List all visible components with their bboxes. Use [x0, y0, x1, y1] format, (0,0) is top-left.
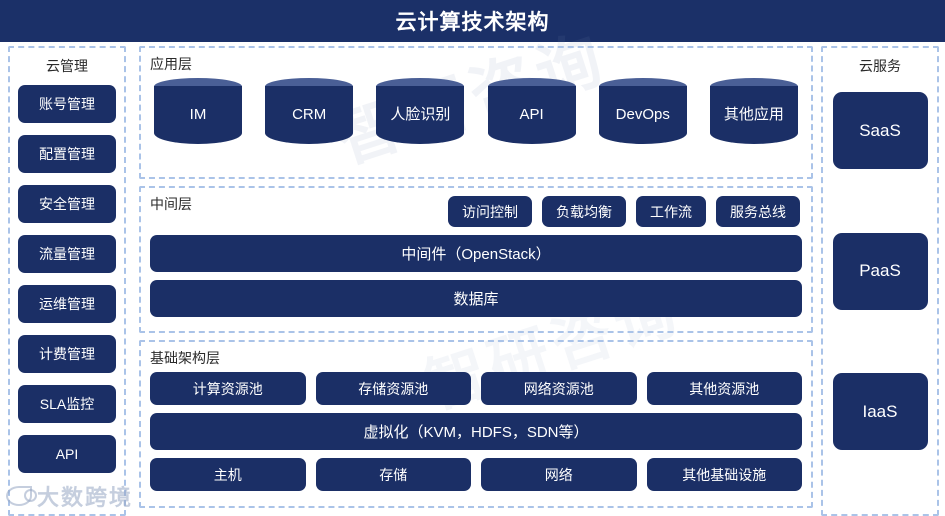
- database-bar[interactable]: 数据库: [150, 280, 802, 317]
- app-cylinder-label: IM: [189, 106, 207, 124]
- cylinder-body-icon: [598, 86, 687, 144]
- app-cylinder-label: 其他应用: [723, 106, 784, 124]
- app-cylinder-devops[interactable]: DevOps: [598, 78, 687, 150]
- middle-layer-title: 中间层: [150, 196, 192, 212]
- app-cylinder-label: DevOps: [615, 106, 670, 124]
- sidebar-item-sla-monitoring[interactable]: SLA监控: [18, 385, 116, 423]
- page-title: 云计算技术架构: [395, 11, 550, 34]
- physical-storage[interactable]: 存储: [315, 458, 471, 491]
- cloud-management-title: 云管理: [46, 58, 88, 74]
- middle-service-load-balancing[interactable]: 负载均衡: [542, 196, 626, 227]
- infrastructure-layer-panel: 基础架构层 计算资源池 存储资源池 网络资源池 其他资源池 虚拟化（KVM，HD…: [139, 340, 813, 508]
- cylinder-body-icon: [709, 86, 798, 144]
- sidebar-item-security-management[interactable]: 安全管理: [18, 185, 116, 223]
- architecture-layers: 应用层 IM CRM 人脸识别: [139, 46, 813, 516]
- sidebar-item-account-management[interactable]: 账号管理: [18, 85, 116, 123]
- sidebar-item-ops-management[interactable]: 运维管理: [18, 285, 116, 323]
- cloud-service-iaas[interactable]: IaaS: [832, 373, 928, 451]
- physical-network[interactable]: 网络: [481, 458, 637, 491]
- cloud-service-paas[interactable]: PaaS: [832, 232, 928, 310]
- cylinder-body-icon: [265, 86, 354, 144]
- app-cylinder-label: API: [519, 106, 544, 124]
- application-cylinder-row: IM CRM 人脸识别 API: [150, 78, 802, 150]
- diagram-stage: 云管理 账号管理 配置管理 安全管理 流量管理 运维管理 计费管理 SLA监控 …: [0, 46, 945, 516]
- resource-pool-compute[interactable]: 计算资源池: [150, 372, 306, 405]
- sidebar-item-traffic-management[interactable]: 流量管理: [18, 235, 116, 273]
- resource-pool-network[interactable]: 网络资源池: [481, 372, 637, 405]
- cloud-management-panel: 云管理 账号管理 配置管理 安全管理 流量管理 运维管理 计费管理 SLA监控 …: [8, 46, 126, 516]
- physical-infrastructure-row: 主机 存储 网络 其他基础设施: [150, 458, 802, 491]
- infrastructure-layer-title: 基础架构层: [150, 350, 220, 366]
- app-cylinder-label: CRM: [292, 106, 327, 124]
- physical-host[interactable]: 主机: [150, 458, 306, 491]
- application-layer-panel: 应用层 IM CRM 人脸识别: [139, 46, 813, 179]
- sidebar-item-config-management[interactable]: 配置管理: [18, 135, 116, 173]
- app-cylinder-other-apps[interactable]: 其他应用: [709, 78, 798, 150]
- middle-service-service-bus[interactable]: 服务总线: [716, 196, 800, 227]
- middle-layer-panel: 中间层 访问控制 负载均衡 工作流 服务总线 中间件（OpenStack） 数据…: [139, 186, 813, 333]
- middle-service-workflow[interactable]: 工作流: [636, 196, 706, 227]
- application-layer-title: 应用层: [150, 56, 192, 72]
- physical-other[interactable]: 其他基础设施: [646, 458, 802, 491]
- resource-pool-row: 计算资源池 存储资源池 网络资源池 其他资源池: [150, 372, 802, 405]
- cloud-services-title: 云服务: [859, 58, 901, 74]
- cloud-service-saas[interactable]: SaaS: [832, 92, 928, 169]
- sidebar-item-api[interactable]: API: [18, 435, 116, 473]
- app-cylinder-crm[interactable]: CRM: [265, 78, 354, 150]
- middle-layer-service-row: 访问控制 负载均衡 工作流 服务总线: [150, 196, 802, 227]
- sidebar-item-billing-management[interactable]: 计费管理: [18, 335, 116, 373]
- cloud-services-panel: 云服务 SaaS PaaS IaaS: [821, 46, 939, 516]
- resource-pool-other[interactable]: 其他资源池: [646, 372, 802, 405]
- app-cylinder-label: 人脸识别: [390, 106, 451, 124]
- virtualization-bar[interactable]: 虚拟化（KVM，HDFS，SDN等）: [150, 413, 802, 450]
- app-cylinder-im[interactable]: IM: [154, 78, 242, 150]
- middleware-openstack-bar[interactable]: 中间件（OpenStack）: [150, 235, 802, 272]
- cylinder-body-icon: [154, 86, 242, 144]
- middle-service-access-control[interactable]: 访问控制: [448, 196, 532, 227]
- cylinder-body-icon: [376, 86, 465, 144]
- cylinder-body-icon: [487, 86, 576, 144]
- page-title-banner: 云计算技术架构: [0, 0, 945, 42]
- resource-pool-storage[interactable]: 存储资源池: [315, 372, 471, 405]
- app-cylinder-face-recognition[interactable]: 人脸识别: [376, 78, 465, 150]
- app-cylinder-api[interactable]: API: [487, 78, 576, 150]
